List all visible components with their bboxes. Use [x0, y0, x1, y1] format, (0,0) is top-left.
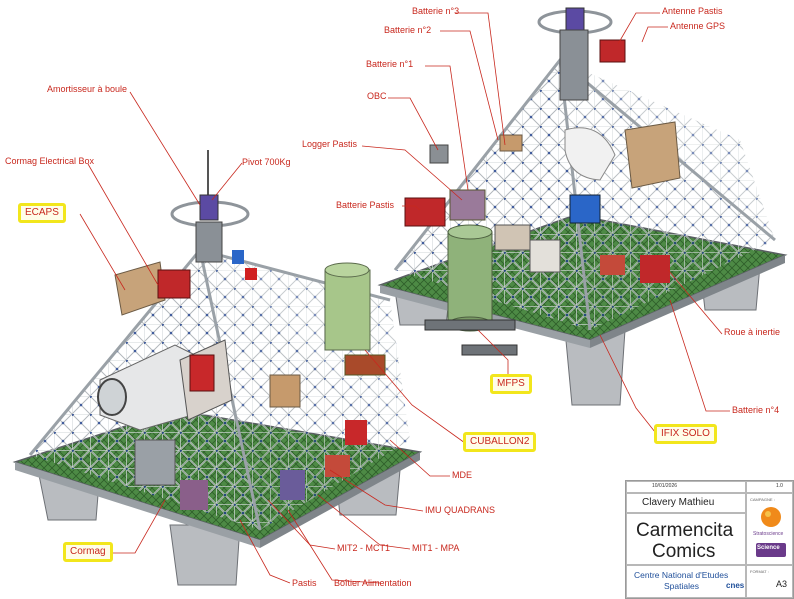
- title-block-revision: 1.0: [776, 483, 783, 489]
- label-batterie-n4: Batterie n°4: [732, 405, 780, 415]
- leader-mde: [389, 439, 450, 477]
- drawing-title-block: 10/01/2026 1.0 Clavery Mathieu Carmencit…: [625, 480, 794, 599]
- label-amortisseur: Amortisseur à boule: [47, 84, 128, 94]
- label-imu: IMU QUADRANS: [425, 505, 496, 515]
- leader-cormag: [112, 499, 166, 554]
- label-pivot: Pivot 700Kg: [242, 157, 291, 167]
- stratoscience-badge: [756, 507, 786, 557]
- title-block-org-line2: Spatiales: [664, 581, 699, 591]
- right-gondola: [377, 7, 788, 406]
- title-block-project-line1: Carmencita: [636, 520, 734, 541]
- label-batterie-pastis: Batterie Pastis: [336, 200, 395, 210]
- title-block-project-line2: Comics: [652, 541, 716, 562]
- label-mit2: MIT2 - MCT1: [337, 543, 390, 553]
- title-block-author: Clavery Mathieu: [642, 497, 715, 508]
- label-batterie-n1: Batterie n°1: [366, 59, 414, 69]
- label-ecaps-highlighted: ECAPS: [18, 203, 66, 223]
- label-cuballon2-highlighted: CUBALLON2: [463, 432, 537, 452]
- leader-pastis: [239, 519, 291, 584]
- title-block-campagne: CAMPAGNE :: [750, 497, 775, 502]
- leader-imu: [329, 469, 424, 512]
- label-mde: MDE: [452, 470, 472, 480]
- title-block-date: 10/01/2026: [652, 483, 678, 489]
- badge-line2: Science: [757, 545, 780, 551]
- leader-boitier: [287, 509, 381, 584]
- label-antenne-gps: Antenne GPS: [670, 21, 726, 31]
- leader-batterie-n1: [425, 65, 469, 191]
- leader-obc: [388, 97, 439, 151]
- label-pastis: Pastis: [292, 578, 317, 588]
- leader-batterie-pastis: [402, 205, 421, 211]
- title-block-format-label: FORMAT :: [750, 569, 769, 574]
- label-batterie-n3: Batterie n°3: [412, 6, 460, 16]
- leader-mfps: [477, 329, 509, 380]
- label-batterie-n2: Batterie n°2: [384, 25, 432, 35]
- leader-amortisseur: [129, 91, 201, 206]
- label-obc: OBC: [367, 91, 387, 101]
- cnes-logo: cnes: [726, 581, 745, 590]
- leader-batterie-n4: [669, 299, 730, 412]
- label-cormag-highlighted: Cormag: [63, 542, 113, 562]
- label-roue-inertie: Roue à inertie: [724, 327, 781, 337]
- leader-logger-pastis: [361, 145, 463, 201]
- label-antenne-pastis: Antenne Pastis: [662, 6, 723, 16]
- title-block-org-line1: Centre National d'Etudes: [634, 570, 729, 580]
- leader-batterie-n3: [455, 12, 506, 146]
- label-mit1: MIT1 - MPA: [412, 543, 460, 553]
- leader-cormag-box: [87, 163, 159, 286]
- label-mfps-highlighted: MFPS: [490, 374, 532, 394]
- leader-cuballon2: [364, 349, 466, 444]
- leader-pivot: [211, 162, 243, 201]
- leader-antenne-gps: [641, 26, 668, 43]
- left-gondola: [12, 150, 423, 586]
- leader-ecaps: [79, 213, 126, 291]
- label-cormag-box: Cormag Electrical Box: [5, 156, 95, 166]
- title-block-format-value: A3: [776, 579, 788, 589]
- leader-batterie-n2: [440, 30, 499, 141]
- label-logger-pastis: Logger Pastis: [302, 139, 358, 149]
- badge-line1: Stratoscience: [753, 531, 784, 537]
- callout-leader-lines: [79, 12, 730, 584]
- label-ifix-solo-highlighted: IFIX SOLO: [654, 424, 717, 444]
- leader-roue-inertie: [667, 269, 723, 335]
- leader-antenne-pastis: [617, 12, 660, 45]
- leader-mit1: [317, 494, 411, 550]
- leader-ifix-solo: [599, 334, 656, 433]
- label-boitier: Boîtier Alimentation: [334, 578, 412, 588]
